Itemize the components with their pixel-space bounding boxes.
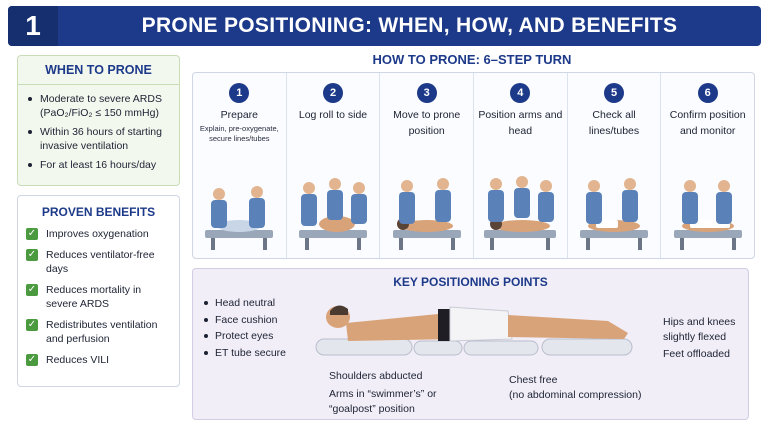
when-to-prone-title: WHEN TO PRONE: [45, 63, 152, 77]
check-icon: ✓: [26, 284, 38, 296]
when-to-prone-list: Moderate to severe ARDS (PaO₂/FiO₂ ≤ 150…: [18, 92, 179, 172]
key-positioning-title: KEY POSITIONING POINTS: [393, 275, 548, 289]
move-prone-illustration: [392, 178, 461, 250]
step-5: 5 Check all lines/tubes: [568, 73, 662, 258]
chest-note-label: (no abdominal compression): [509, 389, 642, 401]
divider: [18, 84, 179, 85]
confirm-monitor-illustration: [673, 180, 742, 250]
benefit-text: Redistributes ventilation and perfusion: [46, 319, 158, 345]
step-label: Move to prone position: [393, 109, 461, 137]
step-number: 2: [323, 83, 343, 103]
check-icon: ✓: [26, 249, 38, 261]
list-item: Face cushion: [203, 312, 286, 329]
chest-label: Chest free: [509, 374, 558, 386]
step-4: 4 Position arms and head: [474, 73, 568, 258]
benefit-text: Reduces mortality in severe ARDS: [46, 284, 142, 310]
prone-patient-illustration: [315, 305, 633, 356]
step-label: Position arms and head: [478, 109, 563, 137]
step-number: 6: [697, 83, 718, 103]
step-label: Confirm position and monitor: [669, 109, 746, 137]
list-item: ✓ Redistributes ventilation and perfusion: [26, 318, 173, 346]
list-item: Moderate to severe ARDS (PaO₂/FiO₂ ≤ 150…: [28, 92, 173, 120]
benefit-text: Improves oxygenation: [46, 228, 149, 240]
check-icon: ✓: [26, 354, 38, 366]
title-banner: 1 PRONE POSITIONING: WHEN, HOW, AND BENE…: [8, 6, 761, 46]
when-to-prone-panel: WHEN TO PRONE Moderate to severe ARDS (P…: [17, 55, 180, 186]
key-positioning-panel: KEY POSITIONING POINTS Head neutral Face…: [192, 268, 749, 420]
steps-panel: 1 Prepare Explain, pre-oxygenate, secure…: [192, 72, 755, 259]
benefit-text: Reduces ventilator-free days: [46, 249, 155, 275]
list-item: Protect eyes: [203, 328, 286, 345]
step-note: Explain, pre-oxygenate, secure lines/tub…: [199, 124, 279, 143]
list-item: ET tube secure: [203, 345, 286, 362]
check-icon: ✓: [26, 228, 38, 240]
list-item: ✓ Reduces ventilator-free days: [26, 248, 173, 276]
benefits-list: ✓ Improves oxygenation ✓ Reduces ventilato…: [18, 227, 179, 367]
steps-title: HOW TO PRONE: 6–STEP TURN: [372, 52, 572, 67]
section-number: 1: [8, 6, 58, 46]
list-item: For at least 16 hours/day: [28, 158, 173, 172]
check-icon: ✓: [26, 319, 38, 331]
benefit-text: Reduces VILI: [46, 354, 110, 366]
list-item: ✓ Reduces VILI: [26, 353, 173, 367]
proven-benefits-panel: PROVEN BENEFITS ✓ Improves oxygenation ✓ R…: [17, 195, 180, 387]
step-1: 1 Prepare Explain, pre-oxygenate, secure…: [193, 73, 287, 258]
step-6: 6 Confirm position and monitor: [661, 73, 754, 258]
step-3: 3 Move to prone position: [380, 73, 475, 258]
position-arms-illustration: [484, 176, 557, 250]
check-lines-illustration: [580, 178, 649, 250]
hips-knees-label: Hips and knees slightly flexed: [663, 316, 736, 343]
step-label: Log roll to side: [298, 109, 368, 121]
log-roll-illustration: [299, 178, 367, 250]
clinicians-prepare-illustration: [205, 186, 274, 250]
list-item: ✓ Reduces mortality in severe ARDS: [26, 283, 173, 311]
list-item: Head neutral: [203, 295, 286, 312]
step-2: 2 Log roll to side: [287, 73, 381, 258]
step-number: 3: [416, 83, 437, 103]
proven-benefits-title: PROVEN BENEFITS: [41, 205, 156, 219]
key-points-list: Head neutral Face cushion Protect eyes E…: [201, 295, 286, 361]
step-number: 5: [604, 83, 625, 103]
shoulders-label: Shoulders abducted: [329, 370, 423, 382]
step-number: 1: [229, 83, 250, 103]
arms-label: Arms in “swimmer’s” or “goalpost” positi…: [329, 388, 437, 415]
list-item: ✓ Improves oxygenation: [26, 227, 173, 241]
list-item: Within 36 hours of starting invasive ven…: [28, 125, 173, 153]
page-title: PRONE POSITIONING: WHEN, HOW, AND BENEFI…: [141, 14, 678, 37]
step-number: 4: [510, 83, 531, 103]
step-label: Prepare: [220, 109, 259, 121]
feet-label: Feet offloaded: [663, 348, 730, 360]
step-label: Check all lines/tubes: [588, 109, 640, 137]
